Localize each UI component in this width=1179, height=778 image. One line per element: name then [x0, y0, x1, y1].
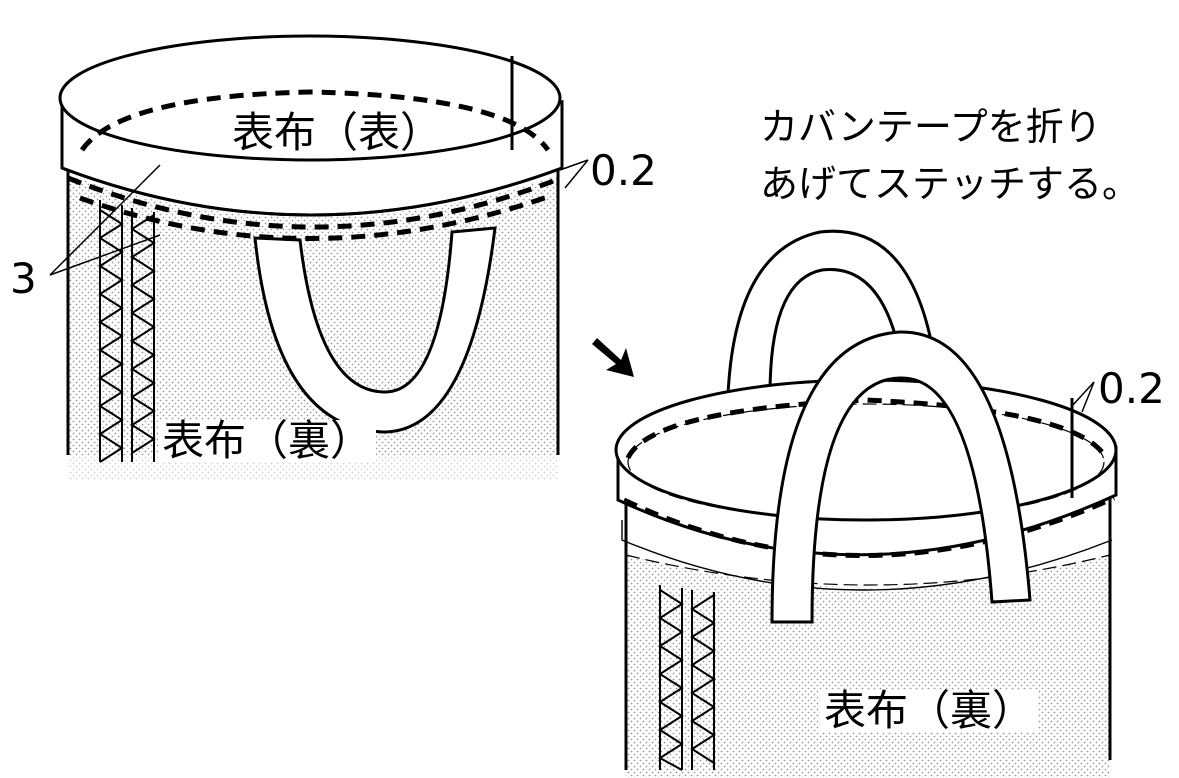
instruction-line-2: あげてステッチする。 [760, 162, 1141, 206]
edge-stitch-line [67, 175, 557, 230]
right-edge-dimension-label: 0.2 [1098, 364, 1165, 413]
right-top-rim [614, 378, 1118, 522]
inner-stitch-line [79, 89, 551, 152]
edge-dimension-label: 0.2 [590, 146, 657, 195]
outer-face-label: 表布（表） [232, 108, 443, 157]
right-inner-face-label: 表布（裏） [820, 690, 1039, 732]
inner-face-label: 表布（裏） [158, 420, 377, 462]
arrow-icon [592, 338, 634, 377]
fold-dimension-label: 3 [10, 254, 37, 303]
top-rim [58, 34, 562, 162]
instruction-line-1: カバンテープを折り [760, 105, 1102, 149]
left-bag-figure [49, 34, 589, 485]
zigzag-seam [98, 200, 156, 463]
leader-lines [49, 159, 589, 276]
left-handle [253, 226, 497, 434]
front-handle [770, 330, 1032, 624]
